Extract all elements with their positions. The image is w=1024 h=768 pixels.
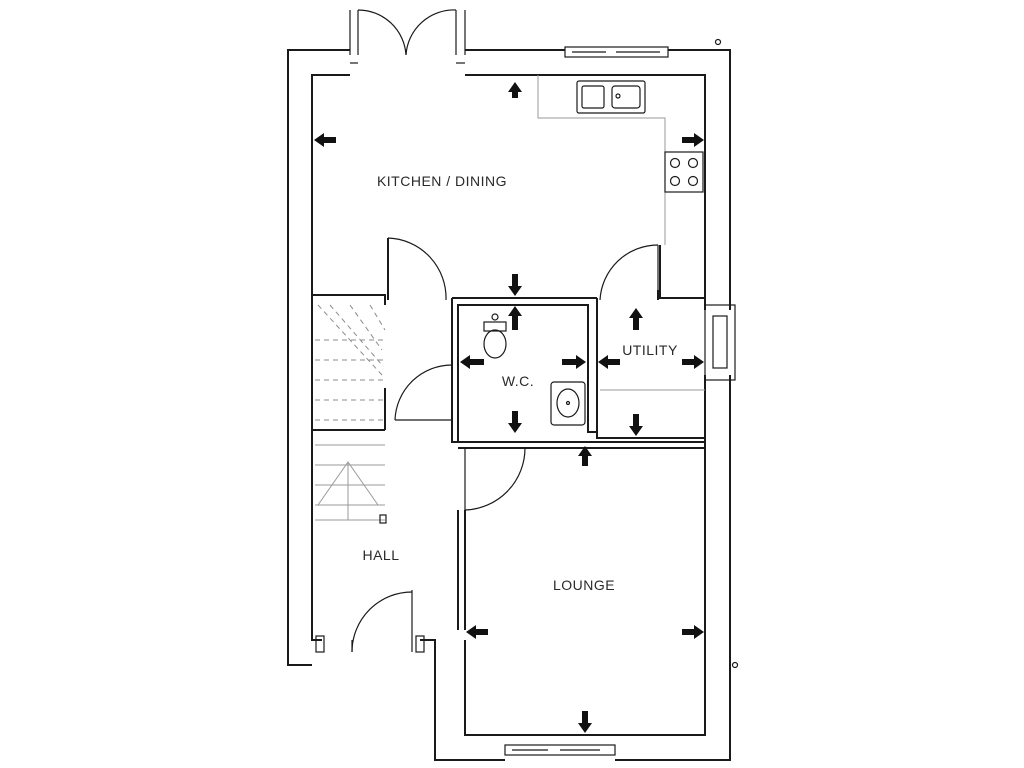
kitchen-door (387, 237, 447, 301)
kitchen-window (564, 46, 669, 58)
arrow-wc-bottom (508, 411, 522, 433)
room-label-wc: W.C. (502, 373, 534, 389)
arrow-lounge-right (682, 625, 704, 639)
arrow-lounge-left (466, 625, 488, 639)
sink-icon (576, 80, 646, 114)
arrow-lounge-top (578, 446, 592, 466)
room-label-lounge: LOUNGE (553, 577, 615, 593)
arrow-wc-right (562, 355, 586, 369)
toilet-icon (483, 313, 507, 359)
arrow-utility-top (629, 308, 643, 330)
arrow-wc-left (460, 355, 484, 369)
staircase (315, 304, 387, 524)
marker-dot (714, 38, 722, 46)
front-door (315, 590, 425, 653)
arrow-kitchen-right (682, 133, 704, 147)
utility-door-frame (704, 304, 736, 381)
arrow-lounge-bottom (578, 711, 592, 733)
room-label-kitchen-dining: KITCHEN / DINING (377, 173, 507, 189)
dimension-arrows (314, 82, 704, 733)
arrow-kitchen-bottom (508, 274, 522, 296)
basin-icon (550, 381, 586, 426)
arrow-utility-left (598, 355, 620, 369)
utility-door (599, 244, 659, 301)
kitchen-worktop (537, 75, 666, 245)
room-label-utility: UTILITY (622, 342, 678, 358)
marker-dot (731, 661, 739, 669)
hob-icon (664, 151, 704, 193)
arrow-utility-bottom (629, 414, 643, 436)
room-label-hall: HALL (362, 547, 399, 563)
arrow-wc-top (508, 306, 522, 330)
arrow-kitchen-top (508, 82, 522, 98)
lounge-window (504, 744, 616, 756)
wc-door (394, 364, 453, 421)
arrow-kitchen-left (314, 133, 336, 147)
arrow-utility-right (682, 355, 704, 369)
rear-french-doors (349, 9, 466, 64)
lounge-door (464, 447, 526, 511)
internal-walls (312, 238, 705, 630)
outer-walls (287, 49, 731, 761)
